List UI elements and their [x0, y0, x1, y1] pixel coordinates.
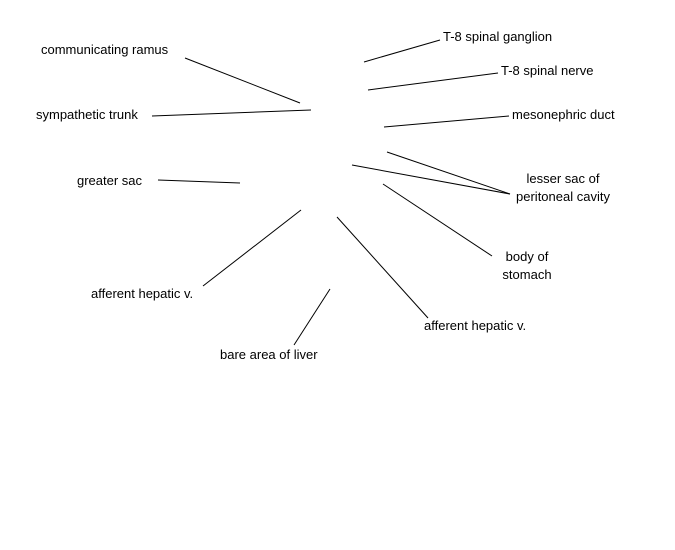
leader-lesser-sac-upper	[386, 151, 511, 195]
label-sympathetic-trunk: sympathetic trunk	[36, 107, 138, 122]
label-body-of-stomach-line1: body of	[505, 249, 549, 264]
label-bare-area-of-liver: bare area of liver	[220, 347, 318, 362]
label-mesonephric-duct: mesonephric duct	[512, 107, 615, 122]
leader-greater-sac	[157, 179, 241, 184]
label-t8-spinal-ganglion: T-8 spinal ganglion	[443, 29, 553, 44]
label-communicating-ramus: communicating ramus	[41, 42, 169, 57]
leader-body-of-stomach	[382, 183, 493, 257]
label-lesser-sac-line2: peritoneal cavity	[516, 189, 610, 204]
leader-sympathetic-trunk	[151, 109, 312, 117]
label-lesser-sac-of-peritoneal-cavity: lesser sac of peritoneal cavity	[503, 170, 623, 206]
leader-t8-spinal-nerve	[367, 72, 499, 91]
leader-afferent-hepatic-v-right	[336, 216, 429, 319]
leader-lesser-sac-lower	[351, 164, 511, 195]
label-greater-sac: greater sac	[77, 173, 143, 188]
leader-communicating-ramus	[184, 57, 301, 104]
leader-t8-spinal-ganglion	[363, 39, 441, 63]
label-afferent-hepatic-v-right: afferent hepatic v.	[424, 318, 527, 333]
leader-afferent-hepatic-v-left	[202, 209, 302, 287]
label-afferent-hepatic-v-left: afferent hepatic v.	[91, 286, 194, 301]
leader-mesonephric-duct	[383, 115, 510, 128]
label-lesser-sac-line1: lesser sac of	[526, 171, 600, 186]
label-body-of-stomach-line2: stomach	[502, 267, 552, 282]
label-body-of-stomach: body of stomach	[487, 248, 567, 284]
leader-bare-area-of-liver	[293, 288, 331, 346]
label-t8-spinal-nerve: T-8 spinal nerve	[501, 63, 594, 78]
